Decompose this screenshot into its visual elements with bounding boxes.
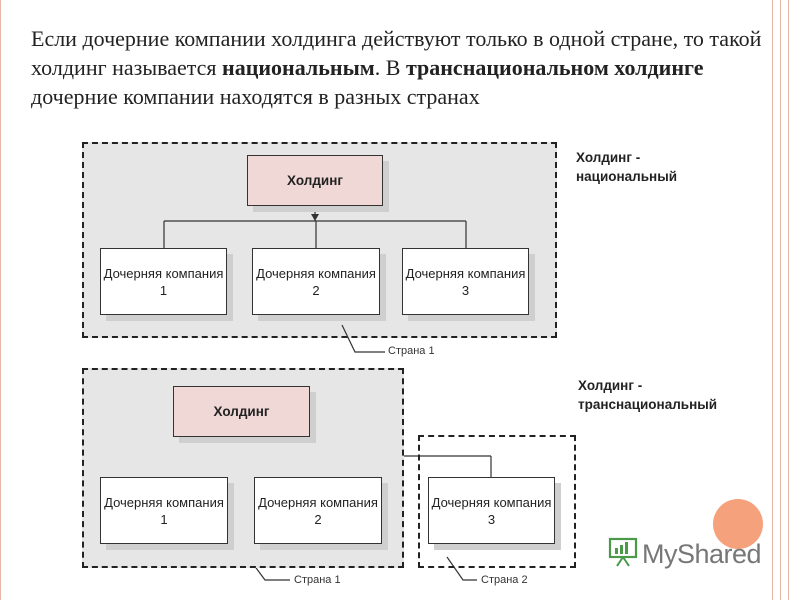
national-subsidiary-3: Дочерняя компания 3 [402, 248, 529, 315]
subsidiary-label: Дочерняя компания 3 [405, 265, 526, 298]
transnational-holding-label: Холдинг [213, 404, 270, 419]
logo-text: MyShared [642, 539, 762, 569]
subsidiary-label: Дочерняя компания 1 [104, 494, 224, 527]
national-holding-label: Холдинг [287, 173, 343, 188]
slide-heading: Если дочерние компании холдинга действую… [31, 24, 766, 111]
transnational-caption: Холдинг - транснациональный [578, 378, 718, 412]
heading-text-1: Если дочерние компании холдинга действую… [31, 26, 762, 80]
subsidiary-label: Дочерняя компания 3 [431, 494, 552, 527]
heading-bold-transnational: транснациональном холдинге [405, 55, 704, 80]
heading-text-3: дочерние компании находятся в разных стр… [31, 84, 480, 109]
transnational-subsidiary-3: Дочерняя компания 3 [428, 477, 555, 544]
presentation-board-icon [608, 536, 638, 573]
myshared-logo: MyShared [608, 536, 762, 573]
transnational-holding-box: Холдинг [173, 386, 310, 437]
right-edge-rule-3 [788, 0, 789, 600]
national-subsidiary-2: Дочерняя компания 2 [252, 248, 380, 315]
heading-text-2: . В [374, 55, 406, 80]
national-caption: Холдинг - национальный [576, 150, 678, 184]
subsidiary-label: Дочерняя компания 2 [256, 265, 376, 298]
national-country-label: Страна 1 [388, 345, 435, 357]
left-edge-rule [0, 0, 1, 600]
transnational-country-1-label: Страна 1 [294, 574, 341, 586]
right-edge-rule [772, 0, 773, 600]
national-holding-box: Холдинг [247, 155, 383, 206]
transnational-country-2-label: Страна 2 [481, 574, 528, 586]
subsidiary-label: Дочерняя компания 2 [258, 494, 378, 527]
national-subsidiary-1: Дочерняя компания 1 [100, 248, 227, 315]
transnational-subsidiary-1: Дочерняя компания 1 [100, 477, 228, 544]
transnational-subsidiary-2: Дочерняя компания 2 [254, 477, 382, 544]
transnational-country-2-zone [418, 435, 576, 568]
subsidiary-label: Дочерняя компания 1 [103, 265, 224, 298]
heading-bold-national: национальным [222, 55, 375, 80]
right-edge-rule-2 [780, 0, 781, 600]
accent-dot [713, 499, 763, 549]
